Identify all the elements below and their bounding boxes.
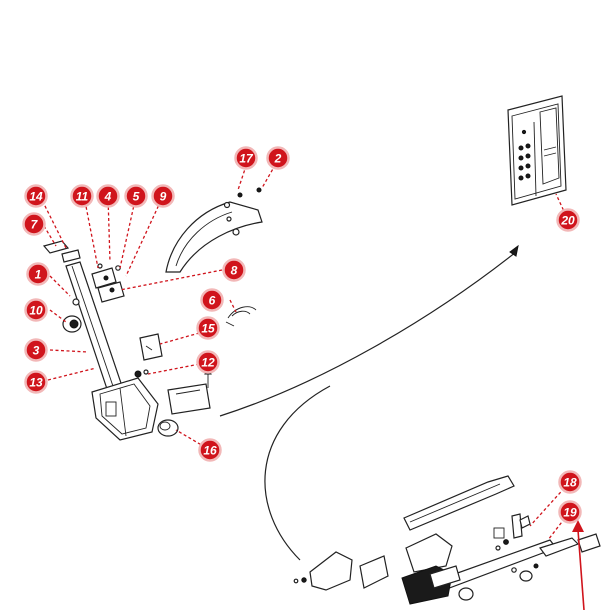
callout-1: 1 [26,262,50,286]
left-arm-assembly [42,240,257,441]
callout-5-label: 5 [133,190,140,204]
red-pointer-line [577,529,585,610]
part-15-bracket [139,333,163,361]
callout-6: 6 [200,288,224,312]
part-17-curved-guard [165,187,263,273]
callout-18-label: 18 [563,476,577,490]
callout-11: 11 [70,184,94,208]
part-14-cap [61,249,81,263]
callout-10: 10 [24,298,48,322]
callout-4-label: 4 [104,190,112,204]
connector-curve-upper [219,251,517,417]
callout-17-label: 17 [239,152,254,166]
callout-18: 18 [558,470,582,494]
part-7-pad [42,240,70,254]
part-20-mounting-plate [507,95,567,206]
callout-10-label: 10 [29,304,43,318]
callout-2: 2 [266,146,290,170]
callout-2-label: 2 [274,152,282,166]
red-arrowhead [572,520,584,532]
callout-9-label: 9 [160,190,167,204]
callout-1-label: 1 [35,268,42,282]
callout-15-label: 15 [201,322,215,336]
callout-13-label: 13 [29,376,43,390]
part-13-base [91,377,159,441]
callout-13: 13 [24,370,48,394]
callout-12: 12 [196,350,220,374]
callout-3-label: 3 [33,344,40,358]
callout-17: 17 [234,146,258,170]
callout-9: 9 [151,184,175,208]
callout-16-label: 16 [203,444,217,458]
callout-19: 19 [558,500,582,524]
part-16-roller [157,419,179,437]
callout-14: 14 [24,184,48,208]
callout-8: 8 [222,258,246,282]
callout-11-label: 11 [76,190,89,204]
part-6-clip [225,306,257,327]
callout-12-label: 12 [201,356,215,370]
callout-20: 20 [556,208,580,232]
connector-curve-lower [264,385,331,561]
long-blade [403,475,515,531]
callout-8-label: 8 [231,264,238,278]
callout-19-label: 19 [563,506,577,520]
callout-15: 15 [196,316,220,340]
callout-4: 4 [96,184,120,208]
callout-6-label: 6 [209,294,216,308]
callout-14-label: 14 [29,190,43,204]
callout-20-label: 20 [560,214,575,228]
bottom-right-assembly [293,475,601,605]
callout-7-label: 7 [31,218,39,232]
callout-5: 5 [124,184,148,208]
callout-3: 3 [24,338,48,362]
side-plate [167,383,211,415]
leader-lines [39,159,585,610]
callout-16: 16 [198,438,222,462]
callout-7: 7 [22,212,46,236]
